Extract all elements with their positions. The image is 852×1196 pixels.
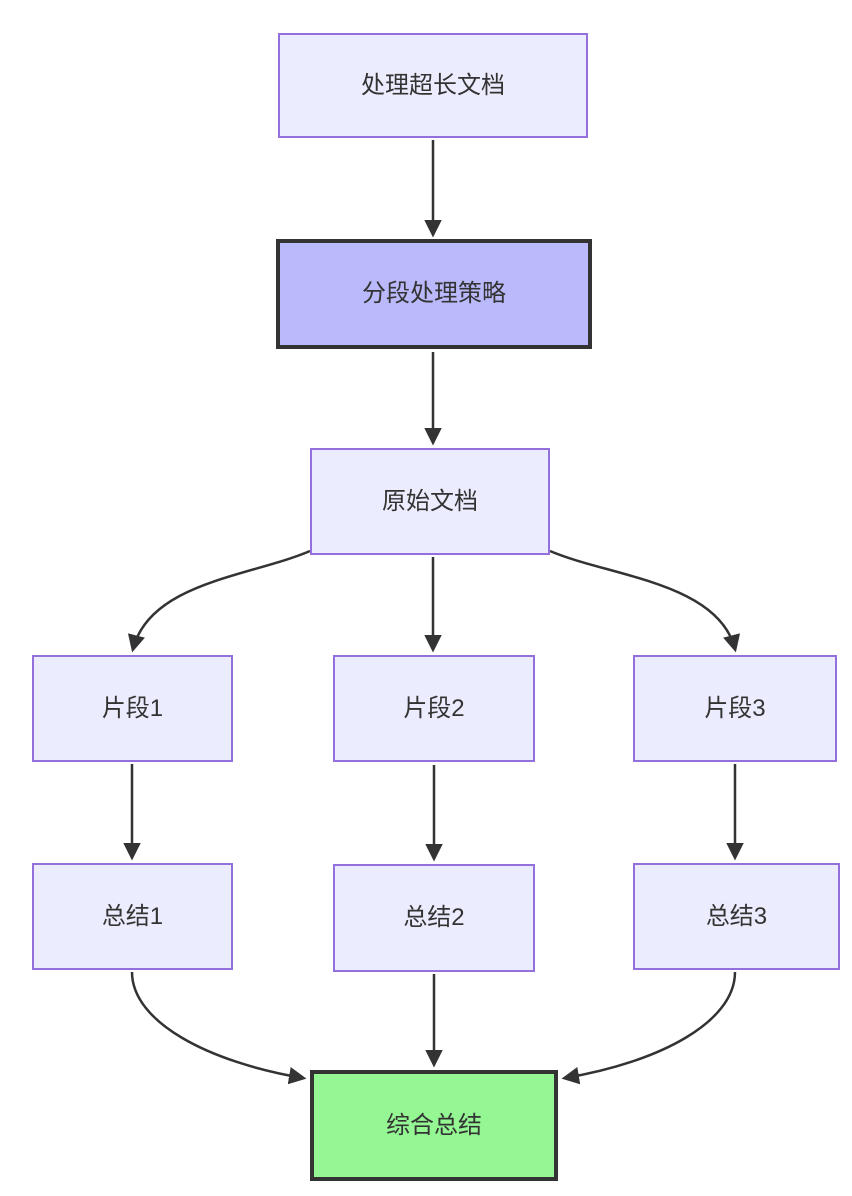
node-summary-1: 总结1 [32, 863, 233, 970]
node-label: 处理超长文档 [361, 71, 505, 99]
edge-summary3-to-combined [561, 971, 737, 1085]
node-fragment-1: 片段1 [32, 655, 233, 762]
edge-original-to-fragment1 [127, 549, 311, 653]
node-fragment-3: 片段3 [633, 655, 837, 762]
node-label: 总结1 [101, 902, 164, 930]
node-label: 原始文档 [382, 487, 478, 515]
node-label: 片段2 [403, 694, 465, 722]
node-label: 片段1 [101, 694, 164, 722]
edge-summary1-to-combined [130, 971, 307, 1085]
node-label: 总结3 [705, 902, 768, 930]
node-summary-3: 总结3 [633, 863, 840, 970]
node-fragment-2: 片段2 [333, 655, 535, 762]
node-combined-summary: 综合总结 [310, 1070, 558, 1181]
edge-original-to-fragment3 [549, 549, 741, 653]
node-segmentation-strategy: 分段处理策略 [276, 239, 592, 349]
node-label: 片段3 [704, 694, 766, 722]
node-label: 总结2 [403, 904, 465, 932]
node-label: 分段处理策略 [362, 280, 506, 308]
node-handle-long-document: 处理超长文档 [278, 33, 588, 138]
node-label: 综合总结 [386, 1111, 482, 1139]
node-original-document: 原始文档 [310, 448, 550, 555]
node-summary-2: 总结2 [333, 864, 535, 972]
